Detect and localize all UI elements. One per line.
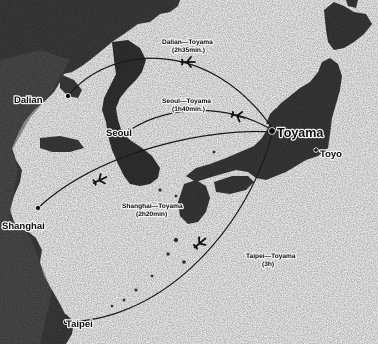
city-label-dalian: Dalian	[14, 95, 43, 106]
city-label-tokyo: Toyo	[320, 149, 342, 160]
city-label-seoul: Seoul	[106, 128, 132, 139]
city-dot-icon	[35, 204, 42, 211]
route-label-shanghai-title: Shanghai—Toyama	[122, 203, 183, 210]
route-label-taipei-time: (3h)	[262, 261, 274, 268]
city-label-toyama: Toyama	[277, 126, 324, 140]
city-label-taipei: Taipei	[66, 319, 93, 330]
city-dot-icon	[63, 318, 70, 325]
route-label-taipei-title: Taipei—Toyama	[246, 253, 296, 260]
route-line-taipei	[65, 133, 273, 323]
city-dot-icon	[268, 127, 276, 135]
flight-routes	[37, 57, 273, 323]
route-label-taipei: Taipei—Toyama (3h)	[245, 252, 297, 269]
route-label-dalian: Dalian—Toyama (2h35min.)	[161, 38, 215, 55]
city-label-shanghai: Shanghai	[2, 221, 45, 232]
route-line-dalian	[67, 57, 273, 129]
route-label-dalian-title: Dalian—Toyama	[162, 39, 213, 46]
route-line-seoul	[129, 110, 273, 131]
city-dot-icon	[313, 147, 319, 153]
city-dots	[35, 93, 319, 325]
route-label-seoul: Seoul—Toyama (1h40min.)	[161, 97, 213, 114]
route-line-shanghai	[37, 130, 273, 209]
route-label-dalian-time: (2h35min.)	[172, 47, 205, 54]
route-label-seoul-time: (1h40min.)	[172, 106, 205, 113]
route-label-seoul-title: Seoul—Toyama	[162, 98, 211, 105]
city-dot-icon	[127, 127, 134, 134]
route-label-shanghai: Shanghai—Toyama (2h20min)	[121, 202, 184, 219]
route-label-shanghai-time: (2h20min)	[136, 211, 167, 218]
city-dot-icon	[65, 93, 72, 100]
